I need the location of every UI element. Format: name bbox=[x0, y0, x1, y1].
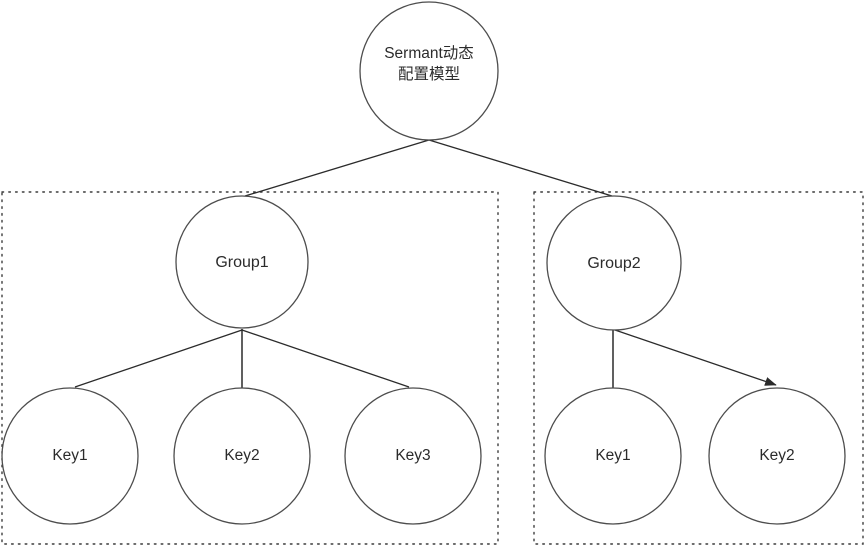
edge-group1-to-key1 bbox=[74, 329, 243, 388]
node-group2-key1[interactable] bbox=[544, 387, 682, 525]
node-group1-key3[interactable] bbox=[344, 387, 482, 525]
node-group2-key2[interactable] bbox=[708, 387, 846, 525]
edge-group1-to-key3 bbox=[241, 329, 410, 388]
node-group1-key1[interactable] bbox=[1, 387, 139, 525]
edge-root-to-group2 bbox=[428, 139, 613, 197]
node-group1-key2[interactable] bbox=[173, 387, 311, 525]
edge-group2-to-key2 bbox=[614, 329, 777, 386]
edge-root-to-group1 bbox=[244, 139, 430, 197]
node-group1[interactable] bbox=[175, 195, 309, 329]
node-group2[interactable] bbox=[546, 195, 682, 331]
node-root[interactable] bbox=[359, 1, 499, 141]
group2-boundary-box bbox=[533, 191, 864, 545]
group1-boundary-box bbox=[1, 191, 499, 545]
